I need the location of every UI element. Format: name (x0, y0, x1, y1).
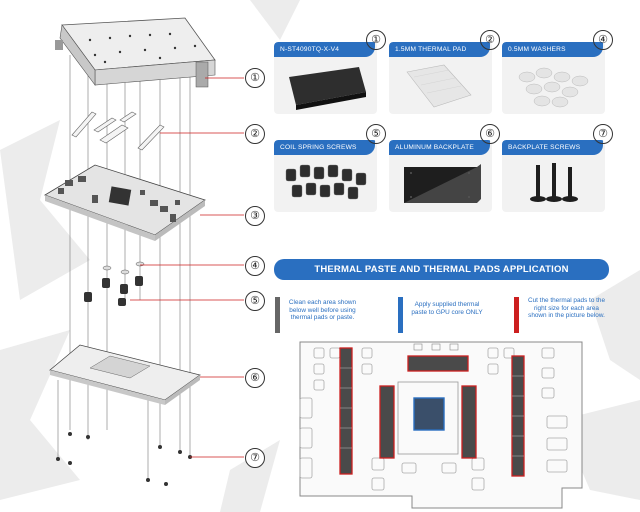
paste-area-note: Apply supplied thermal paste to GPU core… (411, 301, 483, 316)
coil-screws-illustration (84, 276, 143, 306)
coil-screws-image (285, 164, 367, 200)
pad-area-note: Cut the thermal pads to the right size f… (527, 297, 606, 319)
part-card-water-block: N-ST4090TQ-X-V4 (274, 42, 377, 114)
part-label: 0.5MM WASHERS (502, 42, 603, 57)
part-card-backplate: ALUMINUM BACKPLATE (389, 140, 492, 212)
part-card-backplate-screws: BACKPLATE SCREWS (502, 140, 605, 212)
backplate-image (404, 164, 481, 203)
callout-1: ① (245, 68, 265, 88)
part-label: COIL SPRING SCREWS (274, 140, 375, 155)
part-number-4: ④ (593, 30, 613, 50)
callout-4: ④ (245, 256, 265, 276)
part-card-washers: 0.5MM WASHERS (502, 42, 605, 114)
washers-image (518, 67, 589, 108)
water-block-image (289, 67, 366, 110)
part-number-2: ② (480, 30, 500, 50)
water-block-illustration (55, 17, 216, 88)
callout-2: ② (245, 124, 265, 144)
part-card-coil-screws: COIL SPRING SCREWS (274, 140, 377, 212)
pcb-application-diagram (299, 341, 583, 509)
callout-7: ⑦ (245, 448, 265, 468)
backplate-screws-illustration (56, 432, 192, 486)
pad-area-marker (514, 297, 519, 333)
part-card-thermal-pad: 1.5MM THERMAL PAD (389, 42, 492, 114)
washers-illustration (102, 261, 145, 275)
exploded-assembly (44, 17, 244, 486)
part-label: N-ST4090TQ-X-V4 (274, 42, 375, 57)
part-label: 1.5MM THERMAL PAD (389, 42, 490, 57)
pcb-illustration (44, 164, 206, 241)
part-label: BACKPLATE SCREWS (502, 140, 603, 155)
clean-area-marker (275, 297, 280, 333)
backplate-illustration (49, 344, 201, 405)
callout-6: ⑥ (245, 368, 265, 388)
callout-5: ⑤ (245, 291, 265, 311)
part-number-6: ⑥ (480, 124, 500, 144)
part-number-7: ⑦ (593, 124, 613, 144)
thermal-pad-image (406, 64, 472, 108)
part-number-5: ⑤ (366, 124, 386, 144)
part-label: ALUMINUM BACKPLATE (389, 140, 490, 155)
section-title: THERMAL PASTE AND THERMAL PADS APPLICATI… (274, 259, 609, 280)
thermal-pads-illustration (71, 111, 165, 151)
backplate-screws-image (530, 163, 578, 202)
clean-area-note: Clean each area shown below well before … (288, 299, 357, 321)
part-number-1: ① (366, 30, 386, 50)
callout-3: ③ (245, 206, 265, 226)
paste-area-marker (398, 297, 403, 333)
